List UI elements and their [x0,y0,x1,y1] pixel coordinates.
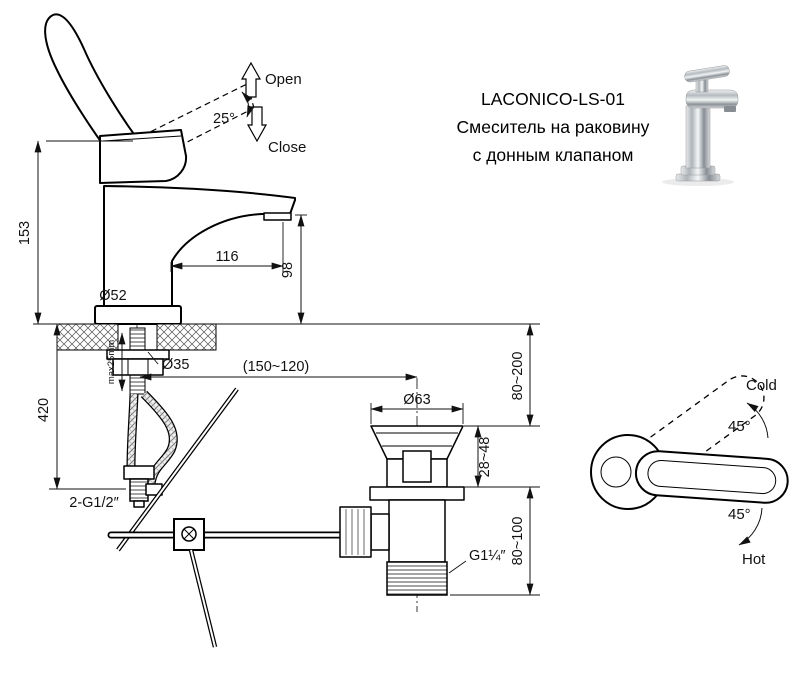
dim-outlet-height: 98 [280,262,296,278]
cold-label: Cold [746,377,777,394]
dim-hose-length: 420 [36,398,52,422]
hot-label: Hot [742,551,766,568]
handle-top-view: Cold 45° 45° Hot [590,375,789,568]
hot-rotation-arrow [738,507,763,546]
title-block: LACONICO-LS-01 Смеситель на раковину с д… [457,89,650,165]
dim-drain-offset: (150~120) [243,359,310,375]
product-model: LACONICO-LS-01 [481,89,625,109]
hose-hex-nut [123,465,155,480]
dimensions-layer: 153 116 98 Ø52 420 max25mm Ø35 (150~120)… [17,140,540,596]
popup-linkage [107,387,347,648]
dim-drain-thread: G1¼″ [469,548,506,564]
photo-faucet-handle [684,65,730,83]
dim-body-height: 153 [17,221,33,245]
drain-tailpiece [388,499,446,563]
handle-base [99,129,188,184]
handle-open-position-line [151,107,255,161]
photo-faucet-spout [685,89,739,109]
dim-lower-range: 80~100 [510,517,526,566]
supply-hoses [123,390,178,508]
hot-angle-label: 45° [728,506,751,523]
dim-hose-thread: 2-G1/2″ [69,495,118,511]
base-plate [94,305,182,325]
cold-rotation-arrow [746,402,769,439]
dim-flange-diameter: Ø63 [403,392,430,408]
drain-thread-section [386,561,448,596]
drain-lower-flange [369,486,465,501]
drain-side-port [370,513,390,551]
handle-open-position-line [141,83,248,137]
drain-plug-window [402,450,432,483]
mounting-nut [112,358,164,376]
aerator [263,212,292,221]
product-photo [662,65,739,186]
close-label: Close [268,139,306,156]
dim-max-deck-thickness: max25mm [106,340,117,384]
handle-angle-arc [241,91,255,118]
open-close-indicator: Open Close 25° [213,61,306,156]
open-arrow-icon [240,61,262,98]
dim-flange-height: 28~48 [477,437,493,478]
dim-spout-reach: 116 [215,249,238,265]
cold-angle-label: 45° [728,418,751,435]
faucet-front-view [44,13,296,309]
photo-faucet-body [685,105,711,169]
countertop-right [156,323,217,351]
mounting-assembly [56,305,217,395]
dim-base-diameter: Ø52 [99,288,126,304]
dim-upper-range: 80~200 [510,352,526,401]
drain-valve [339,425,465,596]
dim-hole-diameter: Ø35 [162,357,189,373]
open-label: Open [265,71,302,88]
drain-knurled-nut [339,506,372,558]
product-description-line2: с донным клапаном [473,145,634,165]
handle-angle-label: 25° [213,111,235,127]
faucet-body [103,185,296,309]
product-description-line1: Смеситель на раковину [457,117,650,137]
handle-neutral-position [634,450,789,504]
close-arrow-icon [246,106,268,143]
